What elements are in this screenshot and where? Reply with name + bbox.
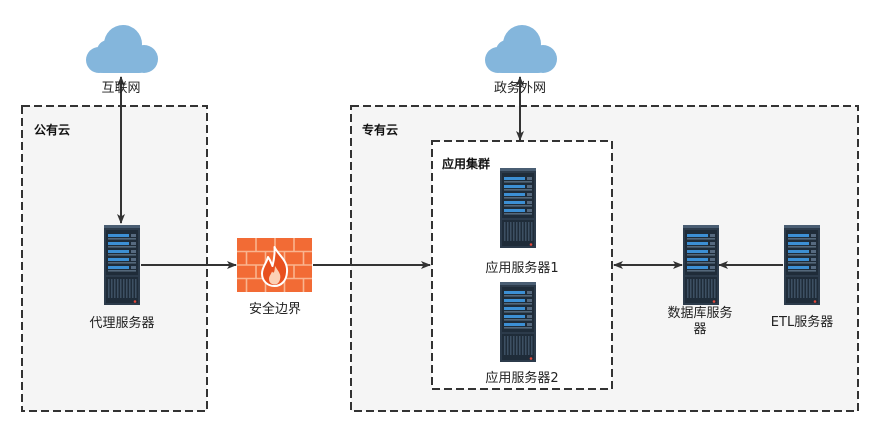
firewall-icon bbox=[237, 238, 312, 292]
etl-server-label: ETL服务器 bbox=[770, 315, 834, 330]
db-server-icon bbox=[683, 225, 719, 305]
db-server-label: 数据库服务器 bbox=[667, 306, 733, 337]
private-cloud-title: 专有云 bbox=[362, 123, 399, 137]
internet-label: 互联网 bbox=[101, 81, 141, 96]
internet-cloud-icon bbox=[86, 25, 158, 73]
app-cluster-title: 应用集群 bbox=[442, 157, 491, 171]
proxy-server-label: 代理服务器 bbox=[89, 316, 155, 331]
public-cloud-title: 公有云 bbox=[34, 123, 71, 137]
app-server-2-label: 应用服务器2 bbox=[485, 371, 559, 386]
security-boundary-label: 安全边界 bbox=[248, 302, 301, 317]
gov-extranet-label: 政务外网 bbox=[493, 81, 546, 96]
gov-extranet-cloud-icon bbox=[485, 25, 557, 73]
proxy-server-icon bbox=[104, 225, 140, 305]
app-server-1-icon bbox=[500, 168, 536, 248]
etl-server-icon bbox=[784, 225, 820, 305]
app-server-2-icon bbox=[500, 282, 536, 362]
app-server-1-label: 应用服务器1 bbox=[485, 261, 559, 276]
